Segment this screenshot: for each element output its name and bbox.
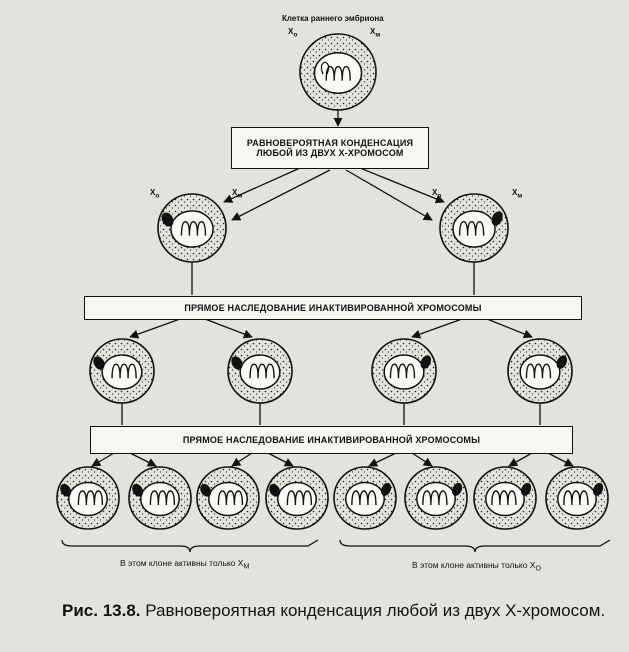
box2-text: ПРЯМОЕ НАСЛЕДОВАНИЕ ИНАКТИВИРОВАННОЙ ХРО… bbox=[184, 303, 482, 313]
box-direct-inheritance-2: ПРЯМОЕ НАСЛЕДОВАНИЕ ИНАКТИВИРОВАННОЙ ХРО… bbox=[90, 426, 573, 454]
caption-label: Рис. 13.8. bbox=[62, 601, 141, 620]
x-o-label-right: Xo bbox=[432, 188, 441, 200]
x-m-label-right: Xм bbox=[512, 188, 522, 200]
x-m-sub: м bbox=[517, 192, 523, 200]
clone-left-sub: M bbox=[243, 562, 250, 571]
x-o-sub: o bbox=[437, 192, 442, 200]
cell-level3-8 bbox=[545, 466, 609, 530]
x-o-letter: X bbox=[288, 27, 294, 36]
cell-level1-right bbox=[439, 193, 509, 263]
box1-line2: ЛЮБОЙ ИЗ ДВУХ Х-ХРОМОСОМ bbox=[256, 148, 404, 158]
clone-left-label: В этом клоне активны только XM bbox=[120, 558, 249, 571]
x-m-letter: X bbox=[512, 188, 518, 197]
x-m-letter: X bbox=[370, 27, 376, 36]
x-m-letter: X bbox=[232, 188, 238, 197]
box-direct-inheritance-1: ПРЯМОЕ НАСЛЕДОВАНИЕ ИНАКТИВИРОВАННОЙ ХРО… bbox=[84, 296, 582, 320]
cells-group bbox=[56, 33, 609, 530]
cell-level2-1 bbox=[89, 338, 155, 404]
diagram-svg bbox=[56, 33, 611, 553]
box1-line1: РАВНОВЕРОЯТНАЯ КОНДЕНСАЦИЯ bbox=[246, 138, 414, 148]
box3-text: ПРЯМОЕ НАСЛЕДОВАНИЕ ИНАКТИВИРОВАННОЙ ХРО… bbox=[182, 435, 481, 445]
cell-level2-3 bbox=[371, 338, 437, 404]
cell-level3-4 bbox=[265, 466, 329, 530]
box-random-condensation: РАВНОВЕРОЯТНАЯ КОНДЕНСАЦИЯ ЛЮБОЙ ИЗ ДВУХ… bbox=[231, 127, 429, 169]
x-o-sub: o bbox=[155, 192, 160, 200]
clone-right-sub: О bbox=[535, 564, 541, 573]
clone-right-text: В этом клоне активны только X bbox=[412, 560, 536, 570]
x-m-label-top: Xм bbox=[370, 27, 380, 39]
x-m-label-left: Xм bbox=[232, 188, 242, 200]
cell-level2-4 bbox=[507, 338, 573, 404]
cell-level3-1 bbox=[56, 466, 120, 530]
cell-level2-2 bbox=[227, 338, 293, 404]
cell-level3-2 bbox=[128, 466, 192, 530]
cell-level3-5 bbox=[333, 466, 397, 530]
figure: Клетка раннего эмбриона Xo Xм Xo Xм Xo X… bbox=[56, 14, 611, 573]
cell-level3-7 bbox=[473, 466, 537, 530]
clone-right-label: В этом клоне активны только XО bbox=[412, 560, 541, 573]
arrows-group bbox=[61, 110, 611, 553]
early-cell-label: Клетка раннего эмбриона bbox=[282, 14, 384, 23]
x-o-letter: X bbox=[432, 188, 438, 197]
x-o-label-top: Xo bbox=[288, 27, 297, 39]
caption-text: Равновероятная конденсация любой из двух… bbox=[145, 601, 606, 620]
cell-level1-left bbox=[157, 193, 227, 263]
figure-caption: Рис. 13.8. Равновероятная конденсация лю… bbox=[62, 600, 622, 621]
cell-level3-6 bbox=[404, 466, 468, 530]
clone-left-text: В этом клоне активны только X bbox=[120, 558, 244, 568]
x-m-sub: м bbox=[375, 31, 381, 39]
x-m-sub: м bbox=[237, 192, 243, 200]
x-o-letter: X bbox=[150, 188, 156, 197]
cell-level3-3 bbox=[196, 466, 260, 530]
x-o-label-left: Xo bbox=[150, 188, 159, 200]
x-o-sub: o bbox=[293, 31, 298, 39]
cell-early-embryo bbox=[299, 33, 377, 111]
